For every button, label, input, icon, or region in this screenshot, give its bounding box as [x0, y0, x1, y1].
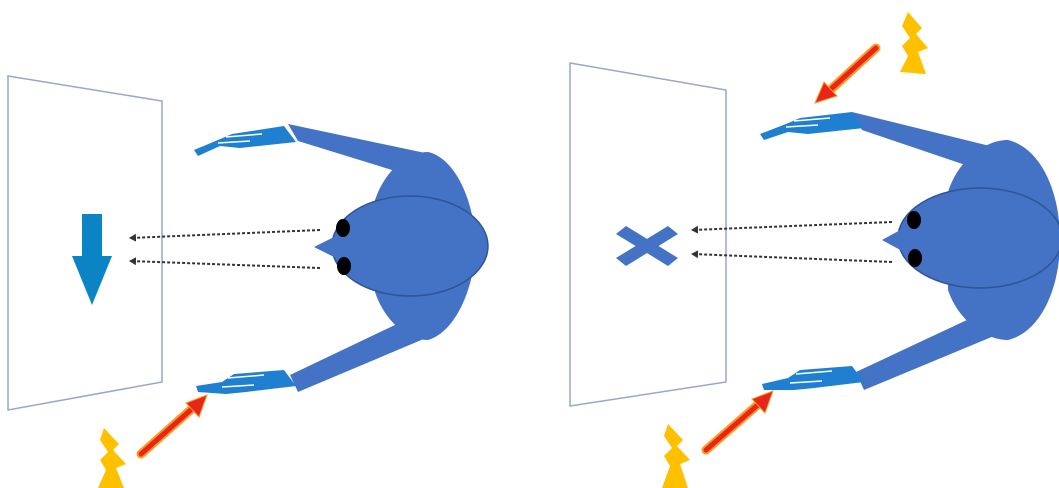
eye: [336, 219, 350, 237]
hand-top: [760, 112, 864, 140]
head: [898, 188, 1059, 288]
spark-icon: [98, 428, 126, 488]
participant-body: [852, 112, 1059, 390]
head: [332, 196, 488, 296]
hand-top: [194, 126, 296, 156]
hand-bottom: [196, 370, 296, 394]
stimulus-arrow-bottom: [706, 391, 773, 450]
stimulus-arrow-bottom: [141, 395, 207, 454]
nose: [314, 236, 336, 258]
eye: [337, 257, 351, 275]
right-panel: [570, 12, 1059, 488]
screen-panel: [570, 63, 726, 406]
stimulus-arrow-top: [815, 48, 876, 103]
eye: [908, 249, 922, 267]
spark-icon: [900, 12, 928, 74]
eye: [907, 211, 921, 229]
participant-body: [288, 124, 488, 392]
hand-bottom: [762, 366, 864, 390]
spark-icon: [662, 424, 690, 488]
left-panel: [8, 76, 488, 488]
nose: [882, 228, 904, 252]
